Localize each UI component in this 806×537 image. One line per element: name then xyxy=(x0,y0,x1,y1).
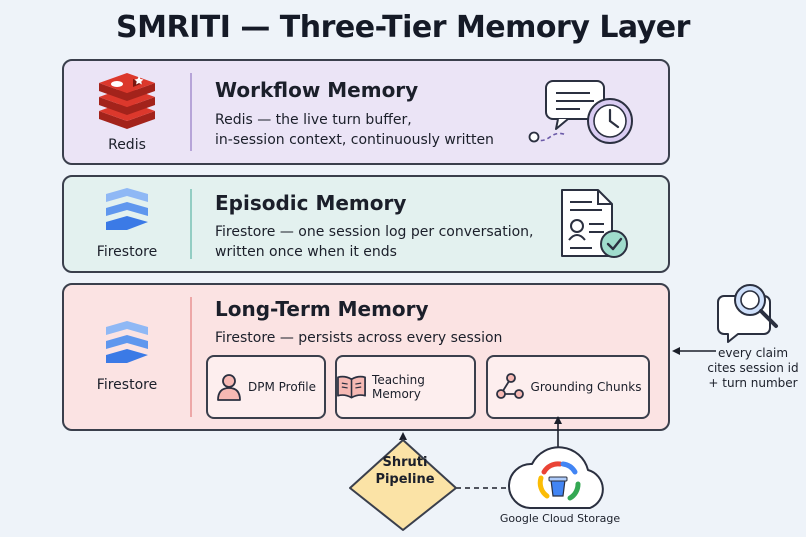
tier-description: Firestore — one session log per conversa… xyxy=(215,222,535,262)
claim-line: every claim xyxy=(717,346,789,360)
sub-store-teaching-memory: Teaching Memory xyxy=(335,355,476,419)
tier-description-line: in-session context, continuously written xyxy=(215,132,494,148)
sub-store-grounding-chunks: Grounding Chunks xyxy=(486,355,650,419)
document-check-icon xyxy=(561,189,628,258)
google-cloud-storage-icon xyxy=(508,446,604,509)
firestore-logo-icon xyxy=(106,188,148,230)
tier-description-line: Firestore — one session log per conversa… xyxy=(215,224,534,240)
sub-store-label: Grounding Chunks xyxy=(530,380,642,394)
claim-line: cites session id xyxy=(707,361,799,375)
pipeline-label: Shruti Pipeline xyxy=(352,454,458,488)
sub-store-label: DPM Profile xyxy=(248,380,316,394)
claim-line: + turn number xyxy=(708,376,798,390)
sub-store-dpm-profile: DPM Profile xyxy=(206,355,326,419)
graph-nodes-icon xyxy=(495,373,524,399)
sub-store-label: Teaching Memory xyxy=(372,373,425,401)
tier-description-line: Redis — the live turn buffer, xyxy=(215,112,412,128)
tier-logo-column: Redis xyxy=(64,61,190,163)
tier-heading: Episodic Memory xyxy=(215,191,407,215)
tier-tech-label: Firestore xyxy=(96,244,158,260)
tier-description: Redis — the live turn buffer, in-session… xyxy=(215,110,535,150)
tier-episodic-memory: Firestore Episodic Memory Firestore — on… xyxy=(62,175,670,273)
claim-annotation: every claim cites session id + turn numb… xyxy=(700,346,806,391)
tier-description-line: Firestore — persists across every sessio… xyxy=(215,330,503,346)
chat-search-icon xyxy=(717,284,778,343)
chat-clock-icon xyxy=(528,80,633,144)
claim-arrow xyxy=(672,347,716,355)
tier-long-term-memory: Firestore Long-Term Memory Firestore — p… xyxy=(62,283,670,431)
tier-heading: Workflow Memory xyxy=(215,78,419,102)
pipeline-diamond xyxy=(349,439,457,531)
firestore-logo-icon xyxy=(106,321,148,363)
tier-description: Firestore — persists across every sessio… xyxy=(215,328,535,348)
storage-label: Google Cloud Storage xyxy=(499,512,621,525)
tier-divider xyxy=(190,297,192,417)
open-book-icon xyxy=(337,375,366,399)
redis-logo-icon xyxy=(99,73,155,129)
pipeline-label-line: Pipeline xyxy=(375,472,435,487)
tier-logo-column: Firestore xyxy=(64,285,190,429)
tier-logo-column: Firestore xyxy=(64,177,190,271)
tier-divider xyxy=(190,73,192,151)
pipeline-label-line: Shruti xyxy=(382,455,428,470)
diagram-title: SMRITI — Three-Tier Memory Layer xyxy=(116,10,690,45)
tier-heading: Long-Term Memory xyxy=(215,297,429,321)
tier-divider xyxy=(190,189,192,259)
tier-tech-label: Redis xyxy=(108,137,146,153)
tier-description-line: written once when it ends xyxy=(215,244,397,260)
person-icon xyxy=(217,374,241,401)
tier-tech-label: Firestore xyxy=(96,377,158,393)
tier-workflow-memory: Redis Workflow Memory Redis — the live t… xyxy=(62,59,670,165)
